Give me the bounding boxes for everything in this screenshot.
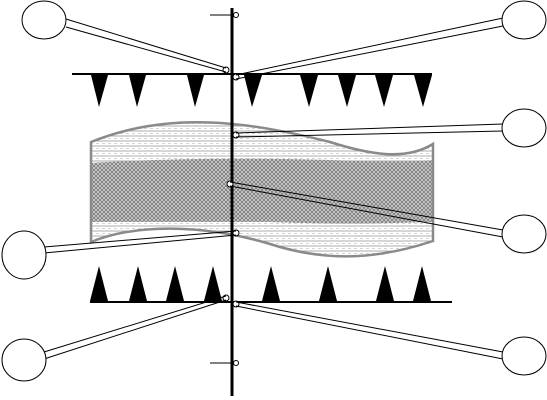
- lower-tooth: [166, 266, 184, 301]
- callout-mid-right-lower: [501, 214, 547, 254]
- lower-tooth: [262, 266, 280, 301]
- upper-teeth: [91, 75, 432, 107]
- upper-tooth: [129, 75, 146, 107]
- callout-top-left: [21, 0, 67, 40]
- callout-bottom-left: [1, 338, 47, 382]
- lower-tooth: [129, 266, 147, 301]
- lower-tooth: [319, 266, 337, 301]
- callout-mid-left: [1, 230, 47, 280]
- upper-tooth: [91, 75, 108, 107]
- lower-tooth: [90, 266, 108, 301]
- upper-tooth: [414, 75, 432, 107]
- callout-top-right: [501, 0, 547, 40]
- callout-mid-right-upper: [501, 108, 547, 148]
- lower-tooth: [204, 266, 222, 301]
- upper-tooth: [244, 75, 262, 107]
- upper-tooth: [338, 75, 356, 107]
- callout-bottom-right: [501, 336, 547, 376]
- upper-tooth: [375, 75, 393, 107]
- axis-tick-top: [210, 12, 239, 18]
- lower-tooth: [413, 266, 431, 301]
- callout-bubbles: [1, 0, 547, 382]
- lower-teeth: [90, 266, 431, 301]
- leader-lines: [43, 17, 504, 360]
- axis-tick-bottom: [210, 360, 239, 366]
- upper-tooth: [300, 75, 318, 107]
- lower-tooth: [376, 266, 394, 301]
- upper-tooth: [187, 75, 204, 107]
- wavy-band-outline: [89, 121, 435, 258]
